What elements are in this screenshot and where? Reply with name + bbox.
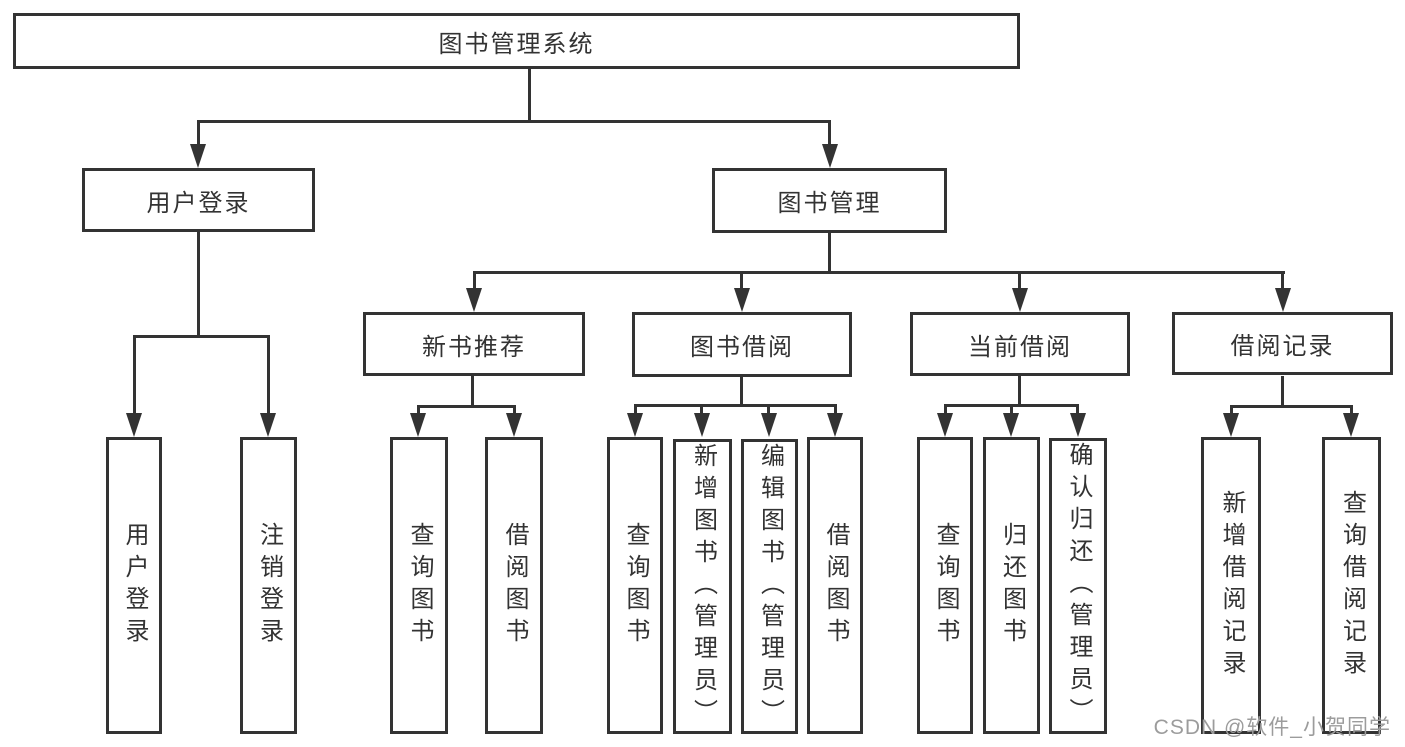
leaf-borrow-book-newrec: 借阅图书: [485, 437, 543, 734]
connector-drop-leaf: [1076, 404, 1079, 415]
connector-drop-leaf: [133, 335, 136, 415]
connector-borrowrecord-stem: [1281, 376, 1284, 408]
leaf-add-book-admin: 新增图书（管理员）: [673, 439, 732, 734]
leaf-query-book-current: 查询图书: [917, 437, 973, 734]
connector-drop-book-mgmt: [828, 120, 831, 146]
connector-drop-leaf: [417, 405, 420, 415]
arrow-down-icon: [1003, 413, 1019, 437]
leaf-borrow-book-newrec-label: 借阅图书: [501, 521, 528, 650]
connector-bookborrow-rail: [634, 404, 837, 407]
node-borrow-record-label: 借阅记录: [1230, 333, 1335, 360]
leaf-query-borrow-record: 查询借阅记录: [1322, 437, 1381, 734]
connector-borrowrecord-rail: [1230, 405, 1353, 408]
connector-drop-leaf: [767, 404, 770, 415]
connector-newbook-rail: [417, 405, 516, 408]
connector-root-stem: [528, 69, 531, 122]
connector-drop-leaf: [834, 404, 837, 415]
connector-drop-leaf: [944, 404, 947, 415]
leaf-borrow-book-2-label: 借阅图书: [822, 521, 849, 650]
arrow-down-icon: [1343, 413, 1359, 437]
connector-drop-leaf: [513, 405, 516, 415]
connector-root-rail: [197, 120, 831, 123]
arrow-down-icon: [1070, 413, 1086, 437]
connector-bookmgmt-rail: [473, 271, 1285, 274]
watermark: CSDN @软件_小贺同学: [1153, 716, 1391, 739]
node-book-mgmt-label: 图书管理: [777, 190, 882, 217]
node-borrow-record: 借阅记录: [1172, 312, 1393, 375]
connector-drop-leaf: [1350, 405, 1353, 415]
arrow-down-icon: [822, 144, 838, 168]
leaf-user-login: 用户登录: [106, 437, 162, 734]
leaf-add-borrow-record: 新增借阅记录: [1201, 437, 1261, 734]
connector-drop-leaf: [1230, 405, 1233, 415]
connector-drop-bookborrow: [740, 271, 743, 290]
leaf-logout: 注销登录: [240, 437, 297, 734]
leaf-query-borrow-record-label: 查询借阅记录: [1338, 489, 1366, 682]
arrow-down-icon: [190, 144, 206, 168]
arrow-down-icon: [466, 288, 482, 312]
arrow-down-icon: [627, 413, 643, 437]
arrow-down-icon: [410, 413, 426, 437]
node-new-book-rec: 新书推荐: [363, 312, 585, 376]
node-new-book-rec-label: 新书推荐: [422, 333, 526, 361]
arrow-down-icon: [937, 413, 953, 437]
leaf-edit-book-admin: 编辑图书（管理员）: [741, 439, 798, 734]
arrow-down-icon: [694, 413, 710, 437]
node-root: 图书管理系统: [13, 13, 1020, 69]
connector-userlogin-rail: [133, 335, 270, 338]
leaf-query-book-current-label: 查询图书: [932, 521, 959, 650]
leaf-return-book-label: 归还图书: [998, 521, 1026, 650]
arrow-down-icon: [1223, 413, 1239, 437]
arrow-down-icon: [734, 288, 750, 312]
arrow-down-icon: [126, 413, 142, 437]
leaf-query-book-newrec: 查询图书: [390, 437, 448, 734]
leaf-add-book-admin-label: 新增图书（管理员）: [689, 442, 717, 731]
connector-drop-leaf: [267, 335, 270, 415]
connector-drop-currentborrow: [1018, 271, 1021, 290]
leaf-query-book-borrow-label: 查询图书: [622, 521, 649, 650]
connector-currentborrow-stem: [1018, 376, 1021, 407]
leaf-return-book: 归还图书: [983, 437, 1040, 734]
connector-bookmgmt-stem: [828, 233, 831, 274]
leaf-confirm-return-admin-label: 确认归还（管理员）: [1065, 442, 1092, 730]
node-book-borrow: 图书借阅: [632, 312, 852, 377]
connector-userlogin-stem: [197, 232, 200, 338]
leaf-add-borrow-record-label: 新增借阅记录: [1218, 489, 1245, 682]
leaf-confirm-return-admin: 确认归还（管理员）: [1049, 438, 1107, 734]
arrow-down-icon: [761, 413, 777, 437]
leaf-edit-book-admin-label: 编辑图书（管理员）: [756, 442, 784, 731]
arrow-down-icon: [1012, 288, 1028, 312]
connector-bookborrow-stem: [740, 376, 743, 407]
arrow-down-icon: [506, 413, 522, 437]
connector-drop-leaf: [700, 404, 703, 415]
leaf-query-book-newrec-label: 查询图书: [406, 521, 433, 650]
node-user-login: 用户登录: [82, 168, 315, 232]
node-user-login-label: 用户登录: [146, 189, 251, 217]
connector-drop-leaf: [1010, 404, 1013, 415]
leaf-borrow-book-2: 借阅图书: [807, 437, 863, 734]
connector-drop-leaf: [634, 404, 637, 415]
node-current-borrow: 当前借阅: [910, 312, 1130, 376]
node-current-borrow-label: 当前借阅: [968, 333, 1072, 361]
connector-drop-newbook: [473, 271, 476, 290]
connector-drop-user-login: [197, 120, 200, 146]
arrow-down-icon: [1275, 288, 1291, 312]
node-book-borrow-label: 图书借阅: [690, 334, 794, 361]
node-book-mgmt: 图书管理: [712, 168, 947, 233]
connector-drop-borrowrecord: [1281, 271, 1284, 290]
arrow-down-icon: [260, 413, 276, 437]
leaf-query-book-borrow: 查询图书: [607, 437, 663, 734]
leaf-user-login-label: 用户登录: [121, 521, 148, 650]
arrow-down-icon: [827, 413, 843, 437]
leaf-logout-label: 注销登录: [255, 521, 283, 650]
connector-newbook-stem: [471, 376, 474, 408]
node-root-label: 图书管理系统: [438, 30, 595, 58]
